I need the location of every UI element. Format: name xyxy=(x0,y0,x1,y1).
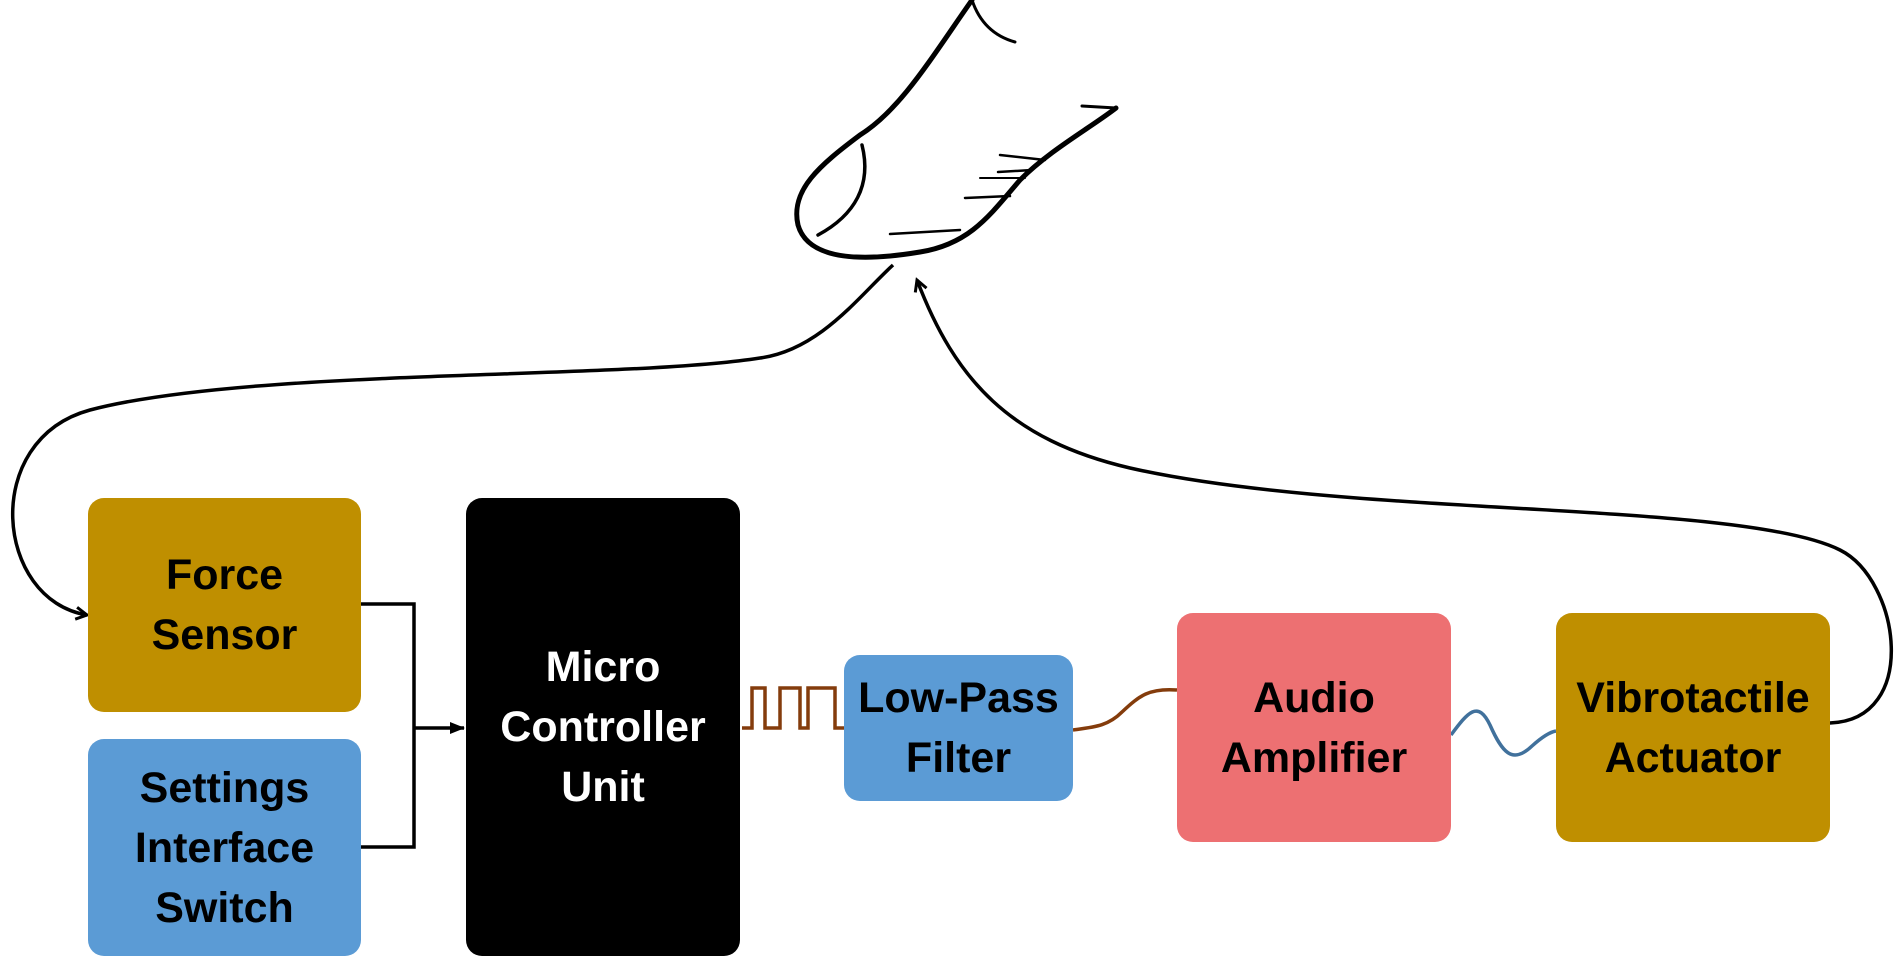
actuator-label-line-1: Vibrotactile xyxy=(1576,673,1810,722)
arrow-finger-to-force-sensor xyxy=(11,263,895,615)
audio-amplifier-label-line-1: Audio xyxy=(1253,673,1375,722)
finger-icon xyxy=(794,0,1119,260)
settings-switch-label-line-2: Interface xyxy=(134,823,315,872)
pwm-signal-wave xyxy=(742,686,844,730)
filtered-signal-wave xyxy=(1072,687,1178,732)
force-sensor-block: Force Sensor xyxy=(88,498,361,712)
settings-switch-label-line-3: Switch xyxy=(155,883,294,932)
force-sensor-label-line-2: Sensor xyxy=(151,611,298,659)
low-pass-filter-label-line-1: Low-Pass xyxy=(858,674,1059,722)
input-merge-connector xyxy=(361,602,465,849)
low-pass-filter-label-line-2: Filter xyxy=(905,734,1012,782)
mcu-label-line-2: Controller xyxy=(500,703,706,751)
audio-amplifier-label-line-2: Amplifier xyxy=(1220,733,1408,782)
low-pass-filter-block: Low-Pass Filter xyxy=(844,655,1073,801)
audio-amplifier-block: Audio Amplifier xyxy=(1177,613,1451,842)
arrow-actuator-to-finger xyxy=(917,280,1893,725)
force-sensor-label-line-1: Force xyxy=(165,551,284,599)
settings-switch-label-line-1: Settings xyxy=(139,763,310,812)
micro-controller-unit-block: Micro Controller Unit xyxy=(466,498,740,956)
settings-interface-switch-block: Settings Interface Switch xyxy=(88,739,361,956)
actuator-label-line-2: Actuator xyxy=(1604,733,1782,782)
amplified-signal-wave xyxy=(1449,709,1557,757)
mcu-label-line-1: Micro xyxy=(545,643,661,691)
vibrotactile-actuator-block: Vibrotactile Actuator xyxy=(1556,613,1830,842)
mcu-label-line-3: Unit xyxy=(561,763,645,811)
